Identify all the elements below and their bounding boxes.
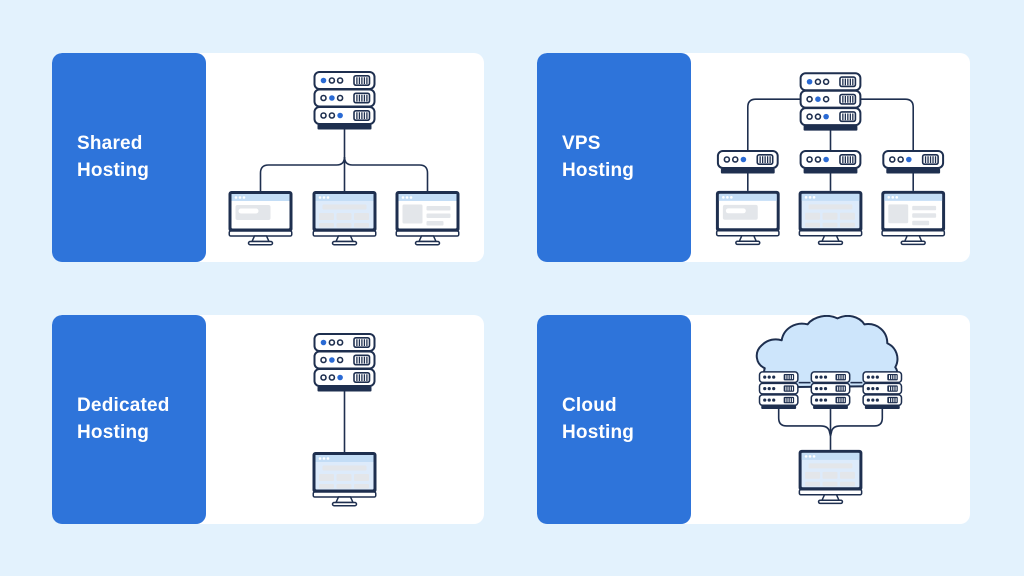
card-dedicated-hosting: Dedicated Hosting: [52, 315, 484, 524]
card-label-line: Dedicated: [77, 394, 170, 416]
label-panel-dedicated: Dedicated Hosting: [52, 315, 206, 524]
label-panel-vps: VPS Hosting: [537, 53, 691, 262]
label-panel-shared: Shared Hosting: [52, 53, 206, 262]
connection-lines: [259, 129, 429, 191]
card-label-line: Cloud: [562, 394, 617, 416]
connection-lines: [746, 98, 915, 191]
server-stack-icon: [801, 73, 861, 130]
cloud-hosting-diagram: [755, 315, 970, 524]
monitor-icon: [799, 450, 863, 504]
monitor-icon: [313, 191, 377, 245]
card-cloud-hosting: Cloud Hosting: [537, 315, 970, 524]
card-label-line: Shared: [77, 132, 143, 154]
mini-server-stack-icon: [863, 372, 901, 409]
monitor-icon: [799, 191, 863, 245]
card-label-line: Hosting: [77, 421, 150, 443]
card-label-line: Hosting: [562, 421, 635, 443]
mini-server-stack-icon: [760, 372, 798, 409]
monitor-icon: [716, 191, 780, 245]
server-icon: [801, 151, 861, 173]
monitor-icon: [881, 191, 945, 245]
monitor-icon: [229, 191, 293, 245]
server-stack-icon: [315, 334, 375, 392]
server-stack-icon: [315, 72, 375, 130]
connection-lines: [777, 381, 884, 450]
monitor-icon: [396, 191, 460, 245]
monitor-icon: [313, 452, 377, 506]
mini-server-stack-icon: [811, 372, 849, 409]
dedicated-hosting-diagram: [206, 315, 484, 524]
vps-hosting-diagram: [691, 53, 970, 262]
card-shared-hosting: Shared Hosting: [52, 53, 484, 262]
card-vps-hosting: VPS Hosting: [537, 53, 970, 262]
server-icon: [718, 151, 778, 173]
card-label-line: Hosting: [562, 159, 635, 181]
cloud-hosting-illustration: [691, 315, 970, 524]
vps-hosting-illustration: [691, 53, 970, 262]
shared-hosting-diagram: [206, 53, 484, 262]
shared-hosting-illustration: [206, 53, 484, 262]
card-label-line: VPS: [562, 132, 601, 154]
card-label-line: Hosting: [77, 159, 150, 181]
cloud-icon: [755, 315, 899, 389]
label-panel-cloud: Cloud Hosting: [537, 315, 691, 524]
server-icon: [883, 151, 943, 173]
dedicated-hosting-illustration: [206, 315, 484, 524]
